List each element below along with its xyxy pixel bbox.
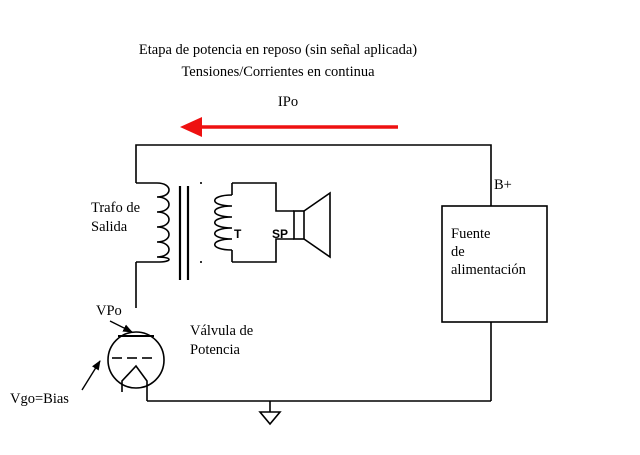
grid-bias-pointer [81,360,101,391]
plate-voltage-pointer [109,320,133,333]
tube-label-line2: Potencia [190,342,240,358]
diagram-title-line2: Tensiones/Corrientes en continua [181,64,375,80]
power-tube-icon [107,331,165,401]
ground-symbol [258,401,282,426]
tube-label-line1: Válvula de [190,323,253,339]
plate-voltage-label: VPo [96,303,122,319]
transformer-id-label: T [234,227,242,241]
speaker-icon [293,191,331,259]
grid-bias-label: Vgo=Bias [10,391,69,407]
speaker-id-label: SP [272,227,288,241]
current-arrow [180,117,398,137]
current-label: IPo [278,94,298,110]
power-supply-box [441,205,548,323]
b-plus-label: B+ [494,177,512,193]
transformer-label-line1: Trafo de [91,200,140,216]
power-supply-label-line1: Fuente [451,226,490,242]
power-supply-label-line2: de [451,244,465,260]
power-supply-label-line3: alimentación [451,262,527,278]
circuit-wires [135,144,492,402]
output-transformer [156,182,233,280]
transformer-label-line2: Salida [91,219,128,235]
diagram-title-line1: Etapa de potencia en reposo (sin señal a… [139,42,417,58]
